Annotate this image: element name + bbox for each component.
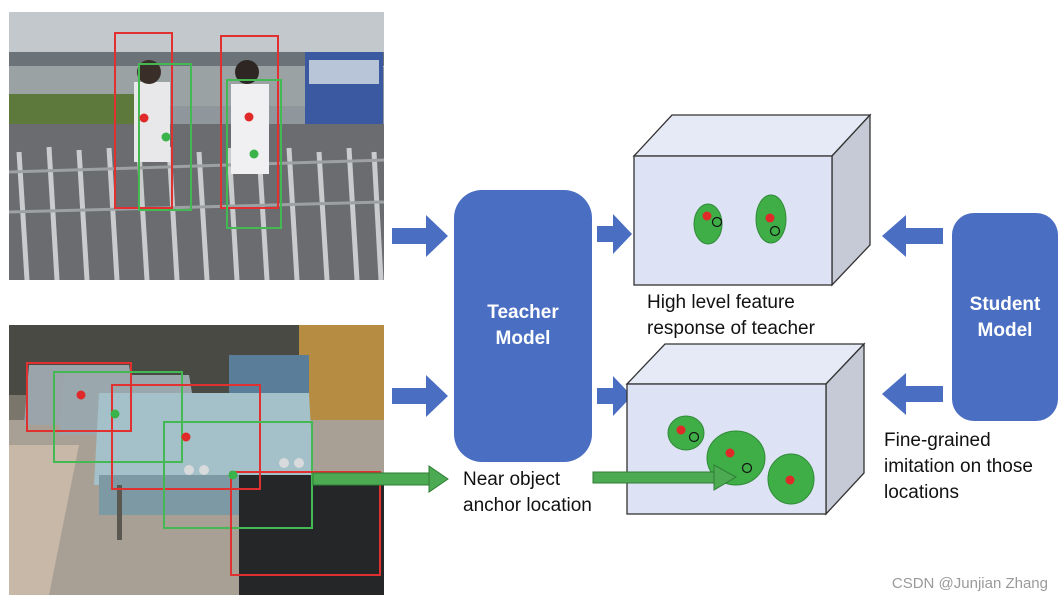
bottom-input-image	[9, 325, 384, 595]
teacher-model-label: Teacher Model	[487, 302, 559, 349]
anchor-location-label: Near object anchor location	[463, 469, 592, 516]
red-center-dot	[181, 432, 191, 442]
green-center-dot	[228, 470, 238, 480]
feature-response-blob	[667, 415, 705, 451]
arrow-right-icon	[392, 215, 448, 257]
green-bounding-box	[53, 371, 183, 463]
green-center-dot	[161, 132, 171, 142]
feature-response-blob	[755, 194, 787, 244]
teacher-model-box	[454, 190, 592, 462]
arrow-left-icon	[882, 373, 943, 415]
red-bounding-box	[230, 471, 381, 576]
arrow-left-icon	[882, 215, 943, 257]
feature-response-label: High level feature response of teacher	[647, 292, 815, 339]
red-bounding-box	[220, 35, 279, 209]
green-bounding-box	[226, 79, 282, 229]
red-bounding-box	[114, 32, 173, 209]
red-center-dot	[139, 113, 149, 123]
green-center-dot	[249, 149, 259, 159]
anchor-arrow	[312, 465, 449, 493]
feature-response-blob	[767, 453, 815, 505]
student-model-box	[952, 213, 1058, 421]
feature-cube-bottom	[625, 342, 866, 516]
green-center-dot	[110, 409, 120, 419]
red-center-dot	[244, 112, 254, 122]
green-bounding-box	[138, 63, 192, 211]
feature-cube-top	[632, 113, 872, 287]
red-center-dot	[76, 390, 86, 400]
top-input-image	[9, 12, 384, 280]
arrow-right-icon	[597, 376, 632, 416]
imitation-arrow	[592, 464, 738, 491]
red-bounding-box	[111, 384, 261, 490]
student-model-label: Student Model	[969, 294, 1041, 341]
feature-response-blob	[693, 203, 723, 245]
arrow-right-icon	[392, 375, 448, 417]
watermark: CSDN @Junjian Zhang	[891, 575, 1048, 592]
red-bounding-box	[26, 362, 132, 432]
imitation-label: Fine-grained imitation on those location…	[884, 430, 1033, 503]
arrow-right-icon	[597, 214, 632, 254]
green-bounding-box	[163, 421, 313, 529]
